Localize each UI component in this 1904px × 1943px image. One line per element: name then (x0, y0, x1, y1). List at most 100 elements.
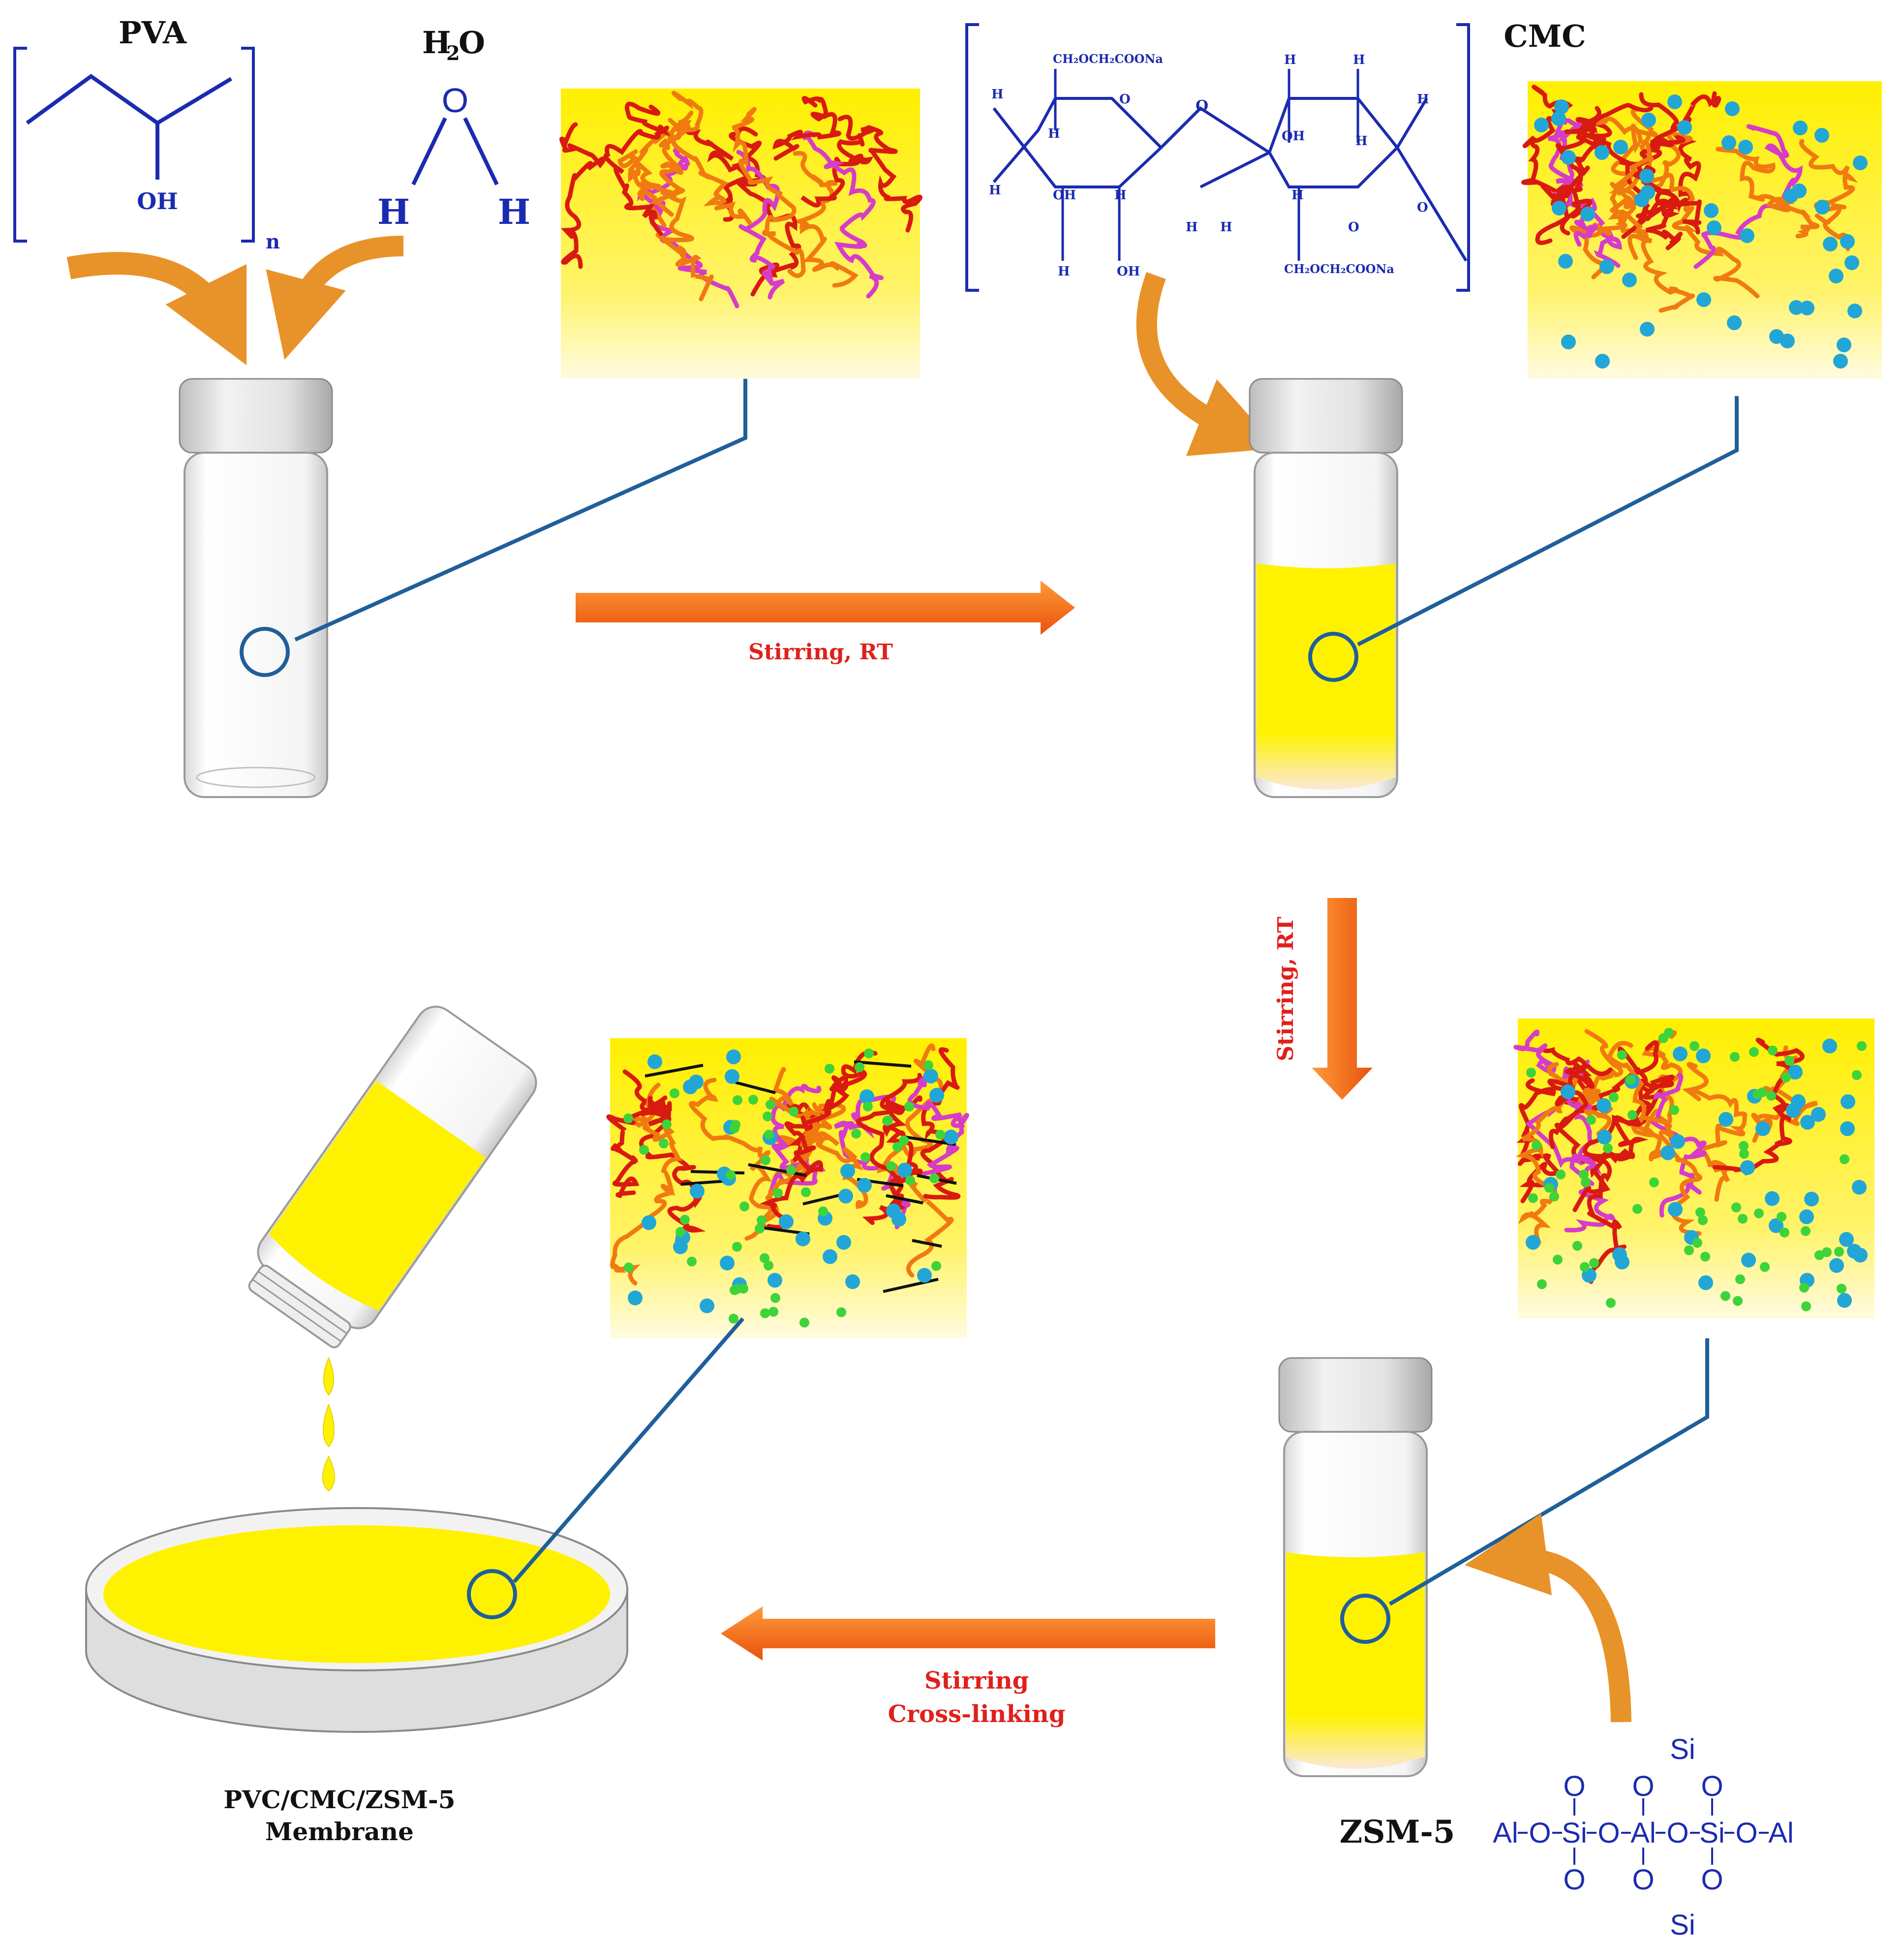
zsm5-atom: Al (1493, 1817, 1518, 1849)
cmc-particle (1639, 169, 1654, 184)
crosslink (735, 1081, 776, 1094)
cmc-particle (1561, 150, 1576, 165)
zsm5-particle (892, 1142, 902, 1152)
zsm5-particle (624, 1263, 634, 1272)
cmc-top-group: CH₂OCH₂COONa (1053, 52, 1163, 66)
zsm5-particle (726, 1170, 736, 1180)
cmc-particle (726, 1049, 741, 1064)
cmc-structure: CMC CH₂OCH₂COONa CH₂OCH₂COONa H O H OH H… (965, 18, 1586, 292)
cmc-particle (700, 1298, 714, 1313)
cmc-particle (1847, 304, 1862, 318)
panel-crosslinked-membrane (606, 1038, 969, 1338)
zsm5-particle (1730, 1052, 1740, 1062)
polymer-chain (1643, 131, 1760, 299)
crosslink (645, 1064, 704, 1078)
zsm5-particle (1589, 1258, 1599, 1268)
zsm5-particle (1781, 1073, 1791, 1082)
zsm5-particle (1664, 1028, 1674, 1038)
zsm5-particle (1628, 1110, 1637, 1120)
stirring-rt-label-2: Stirring, RT (1273, 917, 1298, 1061)
water-hydrogen-left: H (377, 191, 410, 232)
cmc-particle (1852, 1180, 1867, 1195)
zsm5-particle (764, 1261, 773, 1270)
cmc-particle (1552, 201, 1566, 216)
polymer-chain (736, 150, 785, 300)
zsm5-particle (1784, 1056, 1794, 1066)
cmc-particle (779, 1214, 794, 1229)
cmc-particle (673, 1239, 688, 1254)
cmc-particle (845, 1274, 860, 1289)
cmc-particle (1853, 155, 1868, 170)
polymer-chain (792, 151, 859, 288)
zsm5-particle (731, 1120, 740, 1130)
polymer-chain (799, 1103, 868, 1209)
zsm5-particle (738, 1284, 748, 1294)
zsm5-particle (863, 1102, 873, 1111)
zsm5-particle (1632, 1204, 1642, 1214)
zsm5-particle (1834, 1247, 1844, 1257)
zsm5-particle (1731, 1203, 1741, 1212)
cmc-particle (1696, 1049, 1711, 1063)
cmc-particle (917, 1268, 932, 1283)
cmc-particle (1677, 120, 1692, 135)
polymer-chain (1631, 91, 1721, 235)
membrane-label-line2: Membrane (265, 1817, 414, 1846)
zsm5-particle (1738, 1214, 1748, 1224)
zsm5-particle (761, 1155, 770, 1165)
polymer-chain (920, 1047, 961, 1200)
cmc-atom-h: H (1186, 220, 1198, 235)
cmc-particle (1721, 135, 1736, 150)
cmc-particle (628, 1291, 643, 1305)
zsm5-bottom-si: Si (1670, 1909, 1695, 1941)
vial-pva-water (179, 378, 333, 798)
polymer-chain (559, 122, 607, 269)
crosslink (854, 1060, 912, 1068)
cmc-particle (1844, 255, 1859, 270)
cmc-particle (1837, 338, 1851, 352)
zsm5-particle (1532, 1141, 1541, 1150)
cmc-particle (1599, 259, 1614, 274)
zsm5-particle (931, 1261, 941, 1271)
stirring-label: Stirring (924, 1667, 1029, 1695)
cmc-particle (725, 1069, 739, 1084)
zsm5-particle (1526, 1068, 1536, 1078)
polymer-chain (1716, 147, 1820, 239)
zsm5-particle (1857, 1041, 1867, 1051)
panel-pva-cmc-zsm5-solution (1513, 1018, 1874, 1319)
polymer-chain (617, 149, 714, 302)
zsm5-particle (768, 1307, 778, 1317)
cmc-particle (1670, 1134, 1685, 1149)
cmc-atom-h: H (1058, 264, 1070, 279)
crosslink (883, 1278, 939, 1293)
polymer-chain (622, 1069, 706, 1243)
zsm5-particle (1766, 1091, 1776, 1101)
zsm5-particle (1603, 1143, 1613, 1153)
cmc-particle (683, 1079, 698, 1094)
zsm5-particle (864, 1049, 874, 1058)
zsm5-particle (1692, 1238, 1702, 1248)
cmc-particle (1554, 99, 1569, 114)
zsm5-particle (757, 1215, 767, 1225)
zsm5-top-si: Si (1670, 1733, 1695, 1765)
cmc-particle (1526, 1235, 1540, 1250)
h2o-h-label: H (422, 25, 451, 61)
zsm5-particle (1537, 1279, 1547, 1289)
cmc-particle (1765, 1191, 1780, 1206)
zsm5-atom: Al (1768, 1817, 1794, 1849)
cmc-atom-h: H (1291, 188, 1304, 203)
cmc-particle (1595, 354, 1610, 369)
zsm5-particle (1579, 1170, 1589, 1179)
zsm5-particle (786, 1165, 796, 1175)
curved-arrow-zsm5 (1464, 1513, 1631, 1723)
cmc-particle (857, 1178, 872, 1193)
water-structure: H 2 O O H H (377, 25, 530, 232)
cmc-particle (1829, 269, 1843, 283)
cmc-particle (897, 1163, 912, 1177)
cmc-particle (1792, 184, 1807, 198)
polymer-chain (637, 133, 739, 308)
zsm5-particle (899, 1136, 909, 1145)
crosslink (886, 1194, 923, 1204)
zsm5-atom: Al (1630, 1817, 1656, 1849)
zsm5-particle (1733, 1296, 1743, 1306)
